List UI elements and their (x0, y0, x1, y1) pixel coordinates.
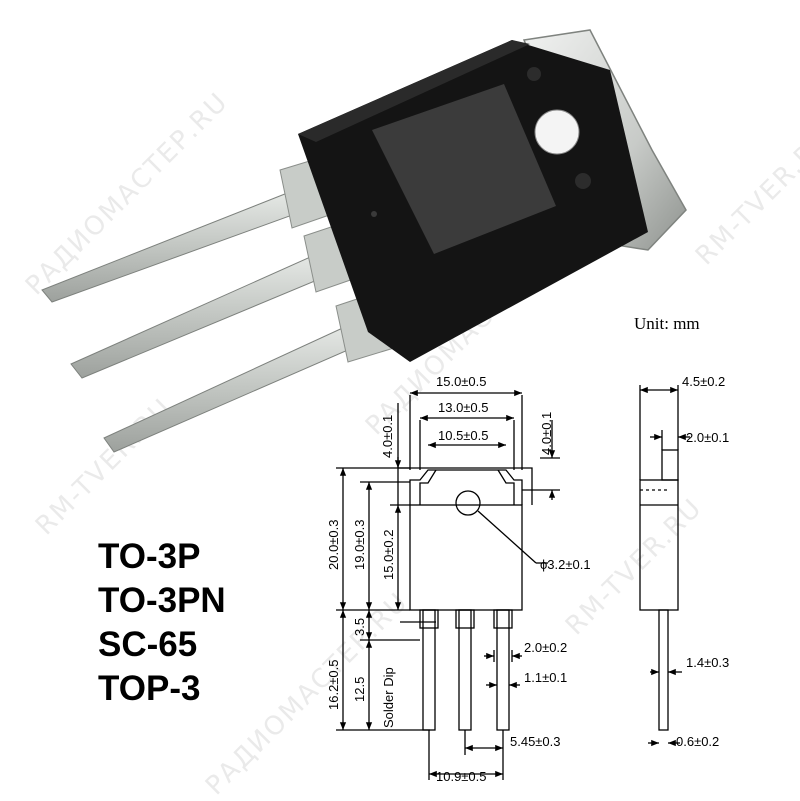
dim-side-tab: 2.0±0.1 (686, 430, 729, 445)
dim-body-height-total: 20.0±0.3 (326, 519, 341, 570)
package-name-top3: TOP-3 (98, 669, 201, 708)
transistor-photo (41, 29, 687, 453)
dim-lead-shoulder: 3.5 (352, 618, 367, 636)
dim-width-tab: 13.0±0.5 (438, 400, 489, 415)
package-name-to3p: TO-3P (98, 537, 201, 576)
package-name-sc65: SC-65 (98, 625, 198, 664)
dim-side-lead: 1.4±0.3 (686, 655, 729, 670)
unit-label: Unit: mm (634, 314, 700, 333)
dim-width-overall: 15.0±0.5 (436, 374, 487, 389)
package-name-to3pn: TO-3PN (98, 581, 226, 620)
dim-lead-width-narrow: 1.1±0.1 (524, 670, 567, 685)
dim-solder-dip: Solder Dip (381, 667, 396, 728)
dim-lead-length: 16.2±0.5 (326, 659, 341, 710)
dim-side-thickness: 4.5±0.2 (682, 374, 725, 389)
dim-body-height-to-tab: 19.0±0.3 (352, 519, 367, 570)
dim-pitch: 5.45±0.3 (510, 734, 561, 749)
dim-hole-diameter: ϕ3.2±0.1 (540, 557, 591, 572)
dim-lead-span: 10.9±0.5 (436, 769, 487, 784)
dim-side-lead-thickness: 0.6±0.2 (676, 734, 719, 749)
side-view-drawing (639, 385, 690, 747)
front-view-drawing (336, 389, 560, 780)
dim-tab-height-right: 4.0±0.1 (539, 412, 554, 455)
transistor-body (298, 40, 648, 362)
dim-tab-height-left: 4.0±0.1 (380, 415, 395, 458)
dim-hole-height: 15.0±0.2 (381, 529, 396, 580)
dim-lead-straight: 12.5 (352, 677, 367, 702)
dim-lead-width-wide: 2.0±0.2 (524, 640, 567, 655)
dim-width-top: 10.5±0.5 (438, 428, 489, 443)
